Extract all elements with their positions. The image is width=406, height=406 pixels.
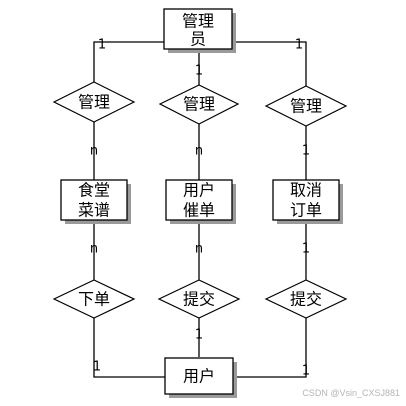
cardinality-user-left: 1 <box>93 360 101 375</box>
entity-user: 用户 <box>164 357 237 398</box>
watermark: CSDN @Vsin_CXSJ881 <box>302 388 400 398</box>
cardinality-admin-left: 1 <box>98 38 106 53</box>
cardinality-urge-bottom: n <box>195 242 203 257</box>
entity-box <box>165 179 233 221</box>
cardinality-menu-top: n <box>90 144 98 159</box>
entity-box <box>60 179 128 221</box>
entity-admin: 管理 员 <box>163 8 236 53</box>
entity-box <box>163 8 233 50</box>
relationship-diamond <box>157 279 241 319</box>
connector-submit-cancel-user <box>233 318 307 378</box>
relationship-manage-cancel: 管理 <box>264 85 348 127</box>
cardinality-user-center: 1 <box>195 328 203 343</box>
cardinality-admin-right: 1 <box>295 38 303 53</box>
relationship-manage-urge-label: 管理 <box>183 95 215 114</box>
cardinality-user-right: 1 <box>302 364 310 379</box>
relationship-submit-cancel-label: 提交 <box>290 290 322 309</box>
entity-menu-line1: 食堂 <box>78 181 110 200</box>
entity-user-urge: 用户 催单 <box>165 179 236 224</box>
relationship-manage-urge: 管理 <box>158 84 240 125</box>
relationship-submit-cancel: 提交 <box>264 279 348 319</box>
relationship-diamond <box>52 81 136 123</box>
entity-canteen-menu: 食堂 菜谱 <box>60 179 131 224</box>
entity-cancel-order: 取消 订单 <box>272 179 343 224</box>
cardinality-urge-top: n <box>195 144 203 159</box>
cardinality-admin-center: 1 <box>195 64 203 79</box>
relationship-manage-menu-label: 管理 <box>78 93 110 112</box>
entity-cancel-line2: 订单 <box>290 201 322 220</box>
cardinality-labels: 1 1 1 n n 1 n n 1 1 1 1 <box>90 38 310 379</box>
relationship-submit-urge: 提交 <box>157 279 241 319</box>
cardinality-cancel-bottom: 1 <box>302 242 310 257</box>
entity-urge-line1: 用户 <box>183 181 215 200</box>
cardinality-cancel-top: 1 <box>302 144 310 159</box>
relationship-order: 下单 <box>52 279 136 319</box>
relationship-diamond <box>158 84 240 125</box>
cardinality-menu-bottom: n <box>90 242 98 257</box>
entity-urge-line2: 催单 <box>183 201 215 220</box>
relationship-diamond <box>264 85 348 127</box>
entity-cancel-line1: 取消 <box>290 181 322 200</box>
connectors <box>93 41 307 378</box>
entity-box <box>164 357 234 395</box>
entity-user-label: 用户 <box>183 367 215 386</box>
relationship-manage-menu: 管理 <box>52 81 136 123</box>
entity-admin-line1: 管理 <box>182 12 214 31</box>
relationship-manage-cancel-label: 管理 <box>290 97 322 116</box>
entity-box <box>272 179 340 221</box>
connector-admin-manage-cancel <box>233 41 307 86</box>
connector-admin-manage-menu <box>93 41 165 82</box>
connector-order-user <box>93 318 165 378</box>
relationship-diamond <box>52 279 136 319</box>
entity-admin-line2: 员 <box>190 30 206 49</box>
relationship-diamond <box>264 279 348 319</box>
entity-menu-line2: 菜谱 <box>78 201 110 220</box>
relationship-submit-urge-label: 提交 <box>183 290 215 309</box>
relationship-order-label: 下单 <box>78 290 110 309</box>
